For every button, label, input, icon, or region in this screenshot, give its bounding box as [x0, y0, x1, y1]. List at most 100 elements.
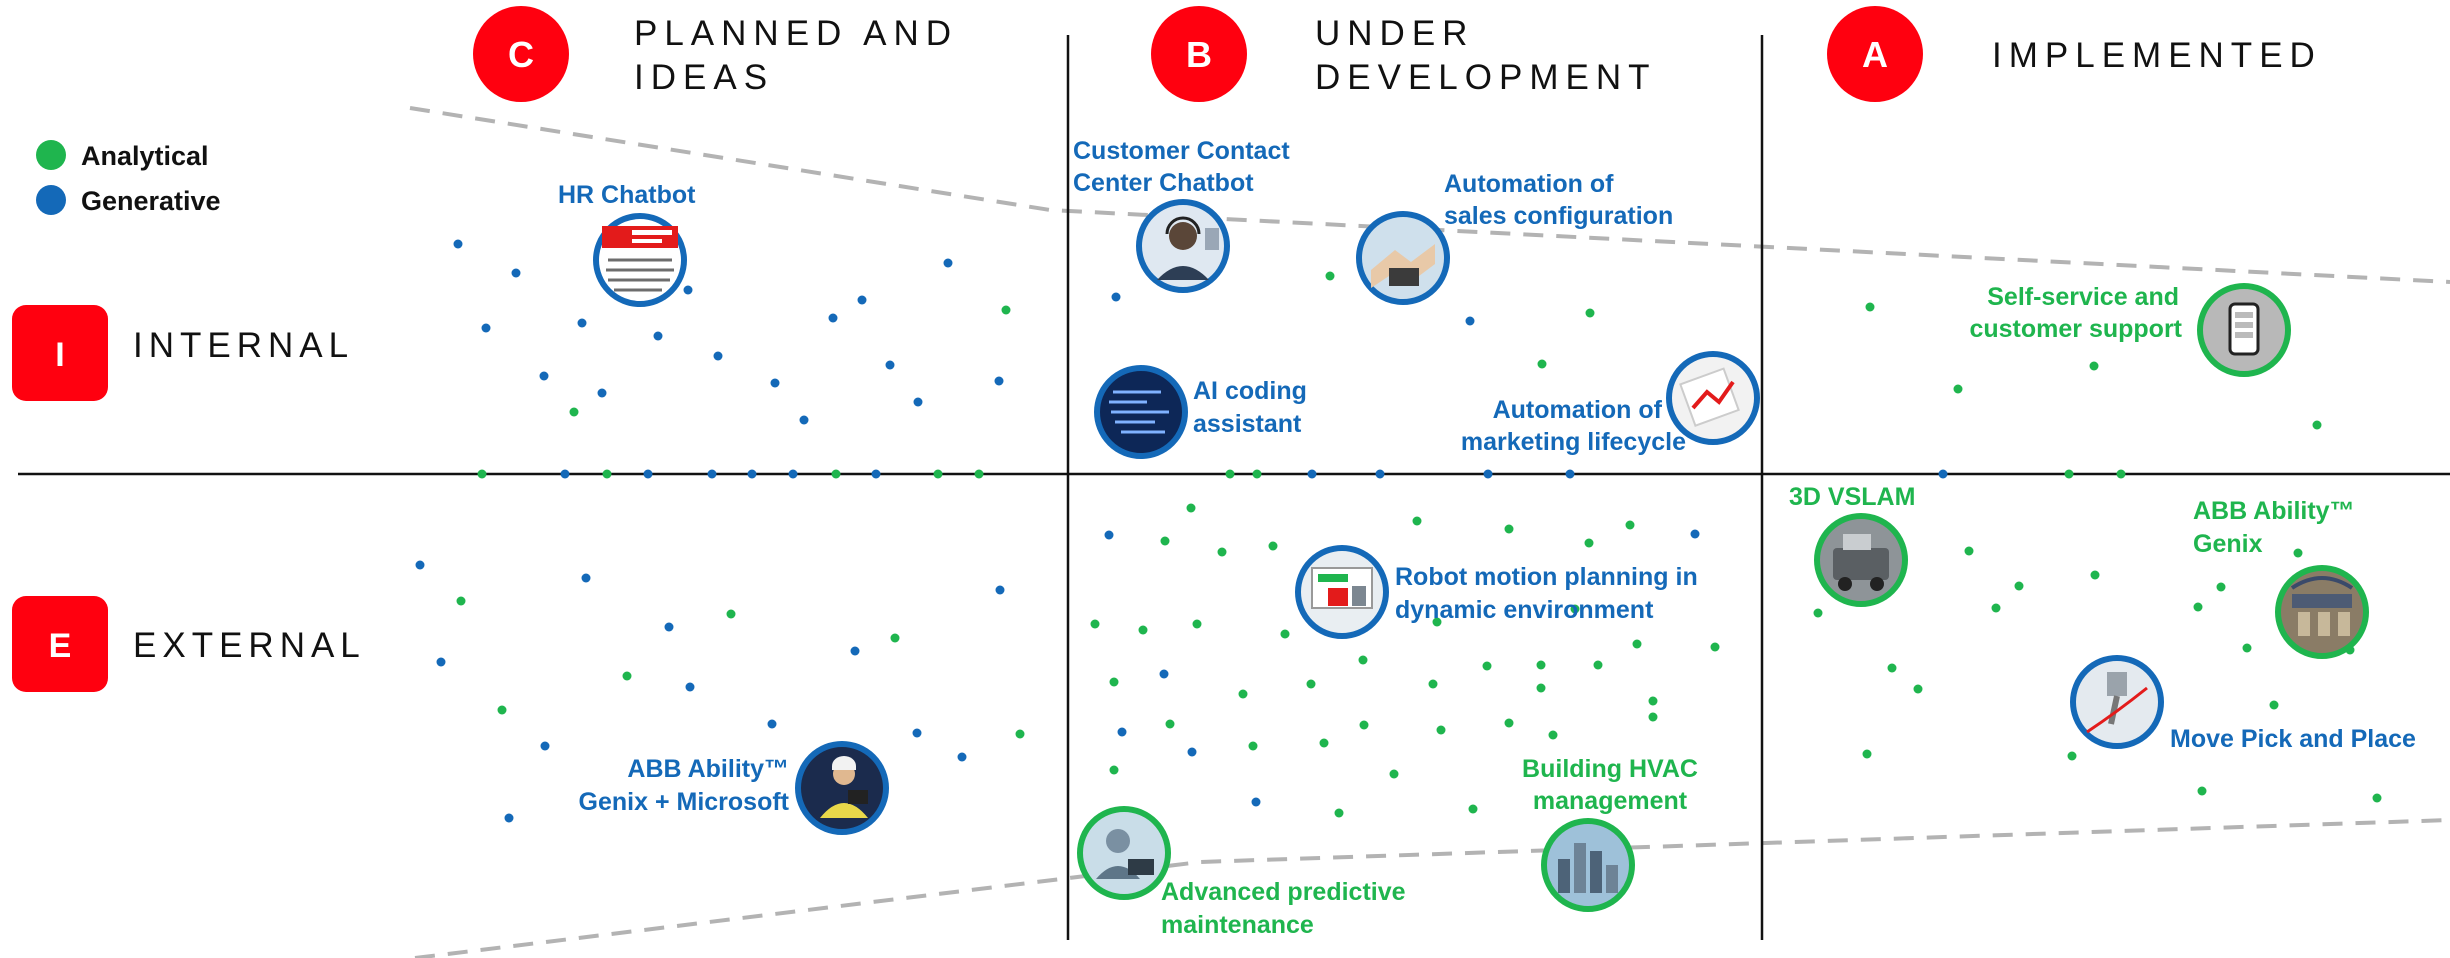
generative-dot — [415, 560, 425, 570]
use-case-label-automation-of-marketing-lifecycle-line-2: marketing lifecycle — [1461, 428, 1686, 456]
row-badge-letter: I — [55, 336, 64, 374]
use-case-label-move-pick-and-place: Move Pick and Place — [2170, 725, 2416, 753]
generative-dot — [481, 323, 491, 333]
use-case-icons — [593, 199, 2369, 912]
robot-arm-icon — [2070, 655, 2164, 749]
generative-dot — [683, 285, 693, 295]
generative-dot — [436, 657, 446, 667]
generative-dot — [1565, 469, 1575, 479]
generative-dot — [913, 397, 923, 407]
row-badge-i — [12, 305, 108, 401]
analytical-dot — [1280, 629, 1290, 639]
robot-screen-icon — [1295, 545, 1389, 639]
phone-icon — [2197, 283, 2291, 377]
generative-dot — [1111, 292, 1121, 302]
analytical-dot — [1548, 730, 1558, 740]
column-badge-letter: B — [1186, 34, 1212, 75]
use-case-label-building-hvac-management: Building HVAC — [1522, 755, 1698, 783]
generative-dot — [912, 728, 922, 738]
generative-dot — [1187, 747, 1197, 757]
analytical-dot — [2197, 786, 2207, 796]
generative-dot — [1104, 530, 1114, 540]
analytical-dot — [1412, 516, 1422, 526]
analytical-dot — [1138, 625, 1148, 635]
analytical-dot — [1504, 718, 1514, 728]
generative-dot — [539, 371, 549, 381]
analytical-dot — [2090, 570, 2100, 580]
generative-dot — [828, 313, 838, 323]
analytical-dot — [1862, 749, 1872, 759]
analytical-dot — [890, 633, 900, 643]
generative-dot — [1690, 529, 1700, 539]
generative-dot — [1159, 669, 1169, 679]
generative-dot — [1117, 727, 1127, 737]
analytical-dot — [2312, 420, 2322, 430]
analytical-dot — [569, 407, 579, 417]
legend-swatch-generative — [36, 185, 66, 215]
generative-dot — [885, 360, 895, 370]
factory-icon — [2275, 565, 2369, 659]
generative-dot — [504, 813, 514, 823]
analytical-dot — [1428, 679, 1438, 689]
use-case-label-ai-coding-assistant: AI coding — [1193, 377, 1307, 405]
analytical-dot — [477, 469, 487, 479]
analytical-dot — [2067, 751, 2077, 761]
analytical-dot — [1238, 689, 1248, 699]
analytical-dot — [1319, 738, 1329, 748]
column-title-line-1: UNDER — [1315, 14, 1474, 53]
generative-dot — [453, 239, 463, 249]
use-case-label-advanced-predictive-maintenance: Advanced predictive — [1161, 878, 1406, 906]
analytical-dot — [1432, 617, 1442, 627]
use-case-label-customer-contact-center-chatbot: Customer Contact — [1073, 137, 1290, 165]
use-case-label-abb-ability-genix: ABB Ability™ — [2193, 497, 2355, 525]
analytical-dot — [2089, 361, 2099, 371]
generative-dot — [581, 573, 591, 583]
analytical-dot — [1504, 524, 1514, 534]
analytical-dot — [2216, 582, 2226, 592]
analytical-dot — [1217, 547, 1227, 557]
analytical-dot — [1865, 302, 1875, 312]
row-label: INTERNAL — [133, 326, 354, 365]
engineer-tablet-icon — [795, 741, 889, 835]
row-badge-e — [12, 596, 108, 692]
analytical-dot — [2014, 581, 2024, 591]
analytical-dot — [1001, 305, 1011, 315]
generative-dot — [664, 622, 674, 632]
funnel-bottom-line — [414, 818, 2450, 958]
generative-dot — [597, 388, 607, 398]
row-header-internal: I INTERNAL — [12, 305, 354, 401]
generative-dot — [511, 268, 521, 278]
use-case-label-robot-motion-planning-line-2: dynamic environment — [1395, 596, 1654, 624]
analytical-dot — [1813, 608, 1823, 618]
analytical-dot — [2372, 793, 2382, 803]
analytical-dot — [1537, 359, 1547, 369]
analytical-dot — [831, 469, 841, 479]
generative-dot — [1465, 316, 1475, 326]
column-header-c: C PLANNED AND IDEAS — [473, 6, 951, 102]
analytical-dot — [1468, 804, 1478, 814]
row-header-external: E EXTERNAL — [12, 596, 360, 692]
use-case-label-robot-motion-planning: Robot motion planning in — [1395, 563, 1698, 591]
use-case-label-abb-ability-genix-microsoft: ABB Ability™ — [627, 755, 789, 783]
analytical-dot — [1913, 684, 1923, 694]
analytical-dot — [1964, 546, 1974, 556]
generative-dot — [857, 295, 867, 305]
analytical-dot — [1536, 683, 1546, 693]
analytical-dot — [1389, 769, 1399, 779]
generative-dot — [957, 752, 967, 762]
funnel-top-line — [409, 106, 2450, 284]
use-case-label-automation-of-sales-configuration: Automation of — [1444, 170, 1614, 198]
analytical-dot — [1192, 619, 1202, 629]
analytical-dot — [456, 596, 466, 606]
use-case-label-automation-of-sales-configuration-line-2: sales configuration — [1444, 202, 1673, 230]
legend-swatch-analytical — [36, 140, 66, 170]
column-badge-letter: A — [1862, 34, 1888, 75]
use-case-label-abb-ability-genix-line-2: Genix — [2193, 530, 2263, 558]
analytical-dot — [2293, 548, 2303, 558]
analytical-dot — [1585, 308, 1595, 318]
use-case-label-3d-vslam: 3D VSLAM — [1789, 483, 1915, 511]
analytical-dot — [1536, 660, 1546, 670]
analytical-dot — [1593, 660, 1603, 670]
generative-dot — [871, 469, 881, 479]
generative-dot — [788, 469, 798, 479]
